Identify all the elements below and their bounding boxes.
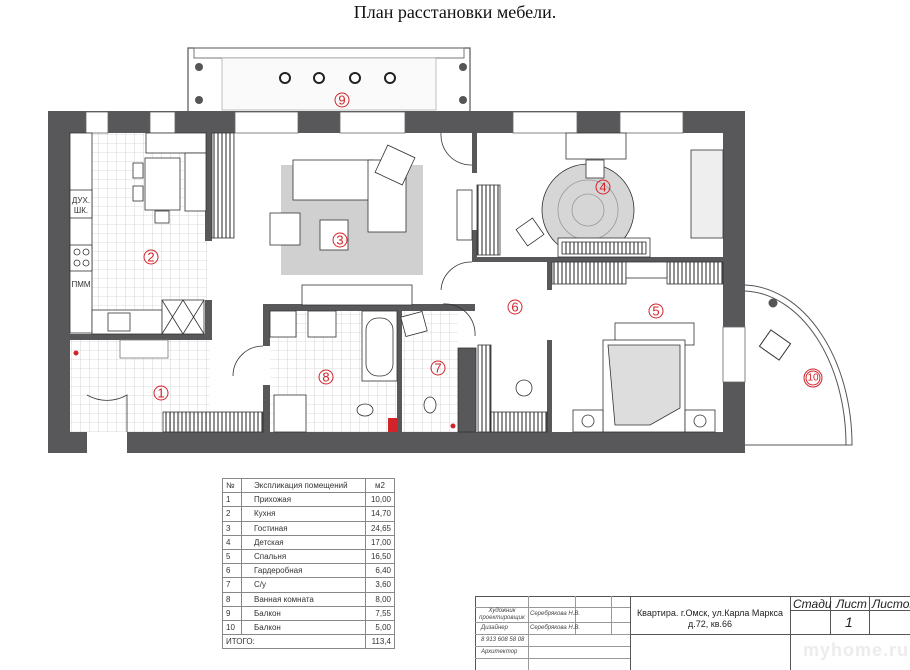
kitchen-furniture: [69, 132, 235, 359]
total-value: 113,4: [365, 634, 395, 650]
sheet-number: 1: [845, 614, 853, 630]
room-num: 3: [222, 520, 242, 536]
role-designer: Дизайнер: [481, 625, 508, 631]
room-name: С/у: [241, 577, 366, 593]
name-designer-artist: Серебрякова Н.В.: [530, 611, 581, 617]
dishwasher-label: ПММ: [71, 280, 90, 289]
room-marker-10: 10: [807, 373, 819, 384]
room-area: 24,65: [365, 520, 395, 536]
role-designer-artist: Художник проектировщик: [479, 608, 525, 621]
bathroom-furniture: [86, 310, 456, 433]
room-num: 9: [222, 605, 242, 621]
header-num: №: [222, 477, 242, 494]
room-area: 8,00: [365, 591, 395, 607]
room-name: Балкон: [241, 619, 366, 636]
living-furniture: [269, 132, 473, 306]
floor-plan: ДУХ. ШК. ПММ: [48, 47, 853, 453]
wardrobe-furniture: [442, 303, 548, 433]
room-num: 4: [222, 534, 242, 550]
room-num: 7: [222, 577, 242, 593]
table-header: № Экспликация помещений м2: [222, 477, 395, 494]
room-marker-1: 1: [157, 386, 164, 401]
room-area: 3,60: [365, 577, 395, 593]
bedroom-furniture: [551, 261, 724, 433]
table-total-row: ИТОГО: 113,4: [222, 634, 395, 650]
header-area: м2: [365, 477, 395, 494]
project-address: Квартира. г.Омск, ул.Карла Маркса д.72, …: [636, 608, 784, 629]
room-markers: [143, 92, 823, 401]
room-marker-2: 2: [147, 250, 154, 265]
room-marker-6: 6: [511, 300, 518, 315]
room-name: Кухня: [241, 506, 366, 522]
windows: [85, 111, 746, 453]
room-name: Детская: [241, 534, 366, 550]
room-num: 5: [222, 548, 242, 565]
room-marker-7: 7: [434, 361, 441, 376]
header-name: Экспликация помещений: [241, 477, 366, 494]
sheet-label: Лист: [836, 597, 867, 611]
room-num: 2: [222, 506, 242, 522]
room-name: Гостиная: [241, 520, 366, 536]
room-num: 8: [222, 591, 242, 607]
watermark: myhome.ru: [803, 640, 910, 660]
room-num: 10: [222, 619, 242, 636]
total-label: ИТОГО:: [222, 634, 366, 650]
oven-label-2: ШК.: [74, 206, 88, 215]
balcony-9: [187, 47, 471, 113]
room-name: Прихожая: [241, 492, 366, 508]
title-block: Художник проектировщик Серебрякова Н.В. …: [475, 596, 910, 670]
room-marker-3: 3: [336, 233, 343, 248]
room-name: Балкон: [241, 605, 366, 621]
room-num: 6: [222, 563, 242, 579]
room-area: 14,70: [365, 506, 395, 522]
room-area: 6,40: [365, 563, 395, 579]
drawing-title: План расстановки мебели.: [353, 2, 557, 22]
room-area: 7,55: [365, 605, 395, 621]
role-architect: Архитектор: [481, 649, 518, 655]
room-area: 16,50: [365, 548, 395, 565]
room-marker-5: 5: [652, 304, 659, 319]
name-designer: Серебрякова Н.В.: [530, 625, 581, 631]
room-marker-4: 4: [599, 180, 606, 195]
room-num: 1: [222, 492, 242, 508]
sheets-label: Листов: [872, 597, 910, 611]
phone: 8 913 608 58 08: [481, 637, 525, 643]
room-name: Спальня: [241, 548, 366, 565]
balcony-10: [744, 284, 853, 446]
room-name: Гардеробная: [241, 563, 366, 579]
room-name: Ванная комната: [241, 591, 366, 607]
kids-furniture: [476, 132, 724, 258]
room-marker-8: 8: [322, 370, 329, 385]
room-area: 5,00: [365, 619, 395, 636]
stage-label: Стади: [793, 597, 832, 611]
room-area: 17,00: [365, 534, 395, 550]
room-area: 10,00: [365, 492, 395, 508]
oven-label: ДУХ.: [72, 196, 90, 205]
room-marker-9: 9: [338, 93, 345, 108]
